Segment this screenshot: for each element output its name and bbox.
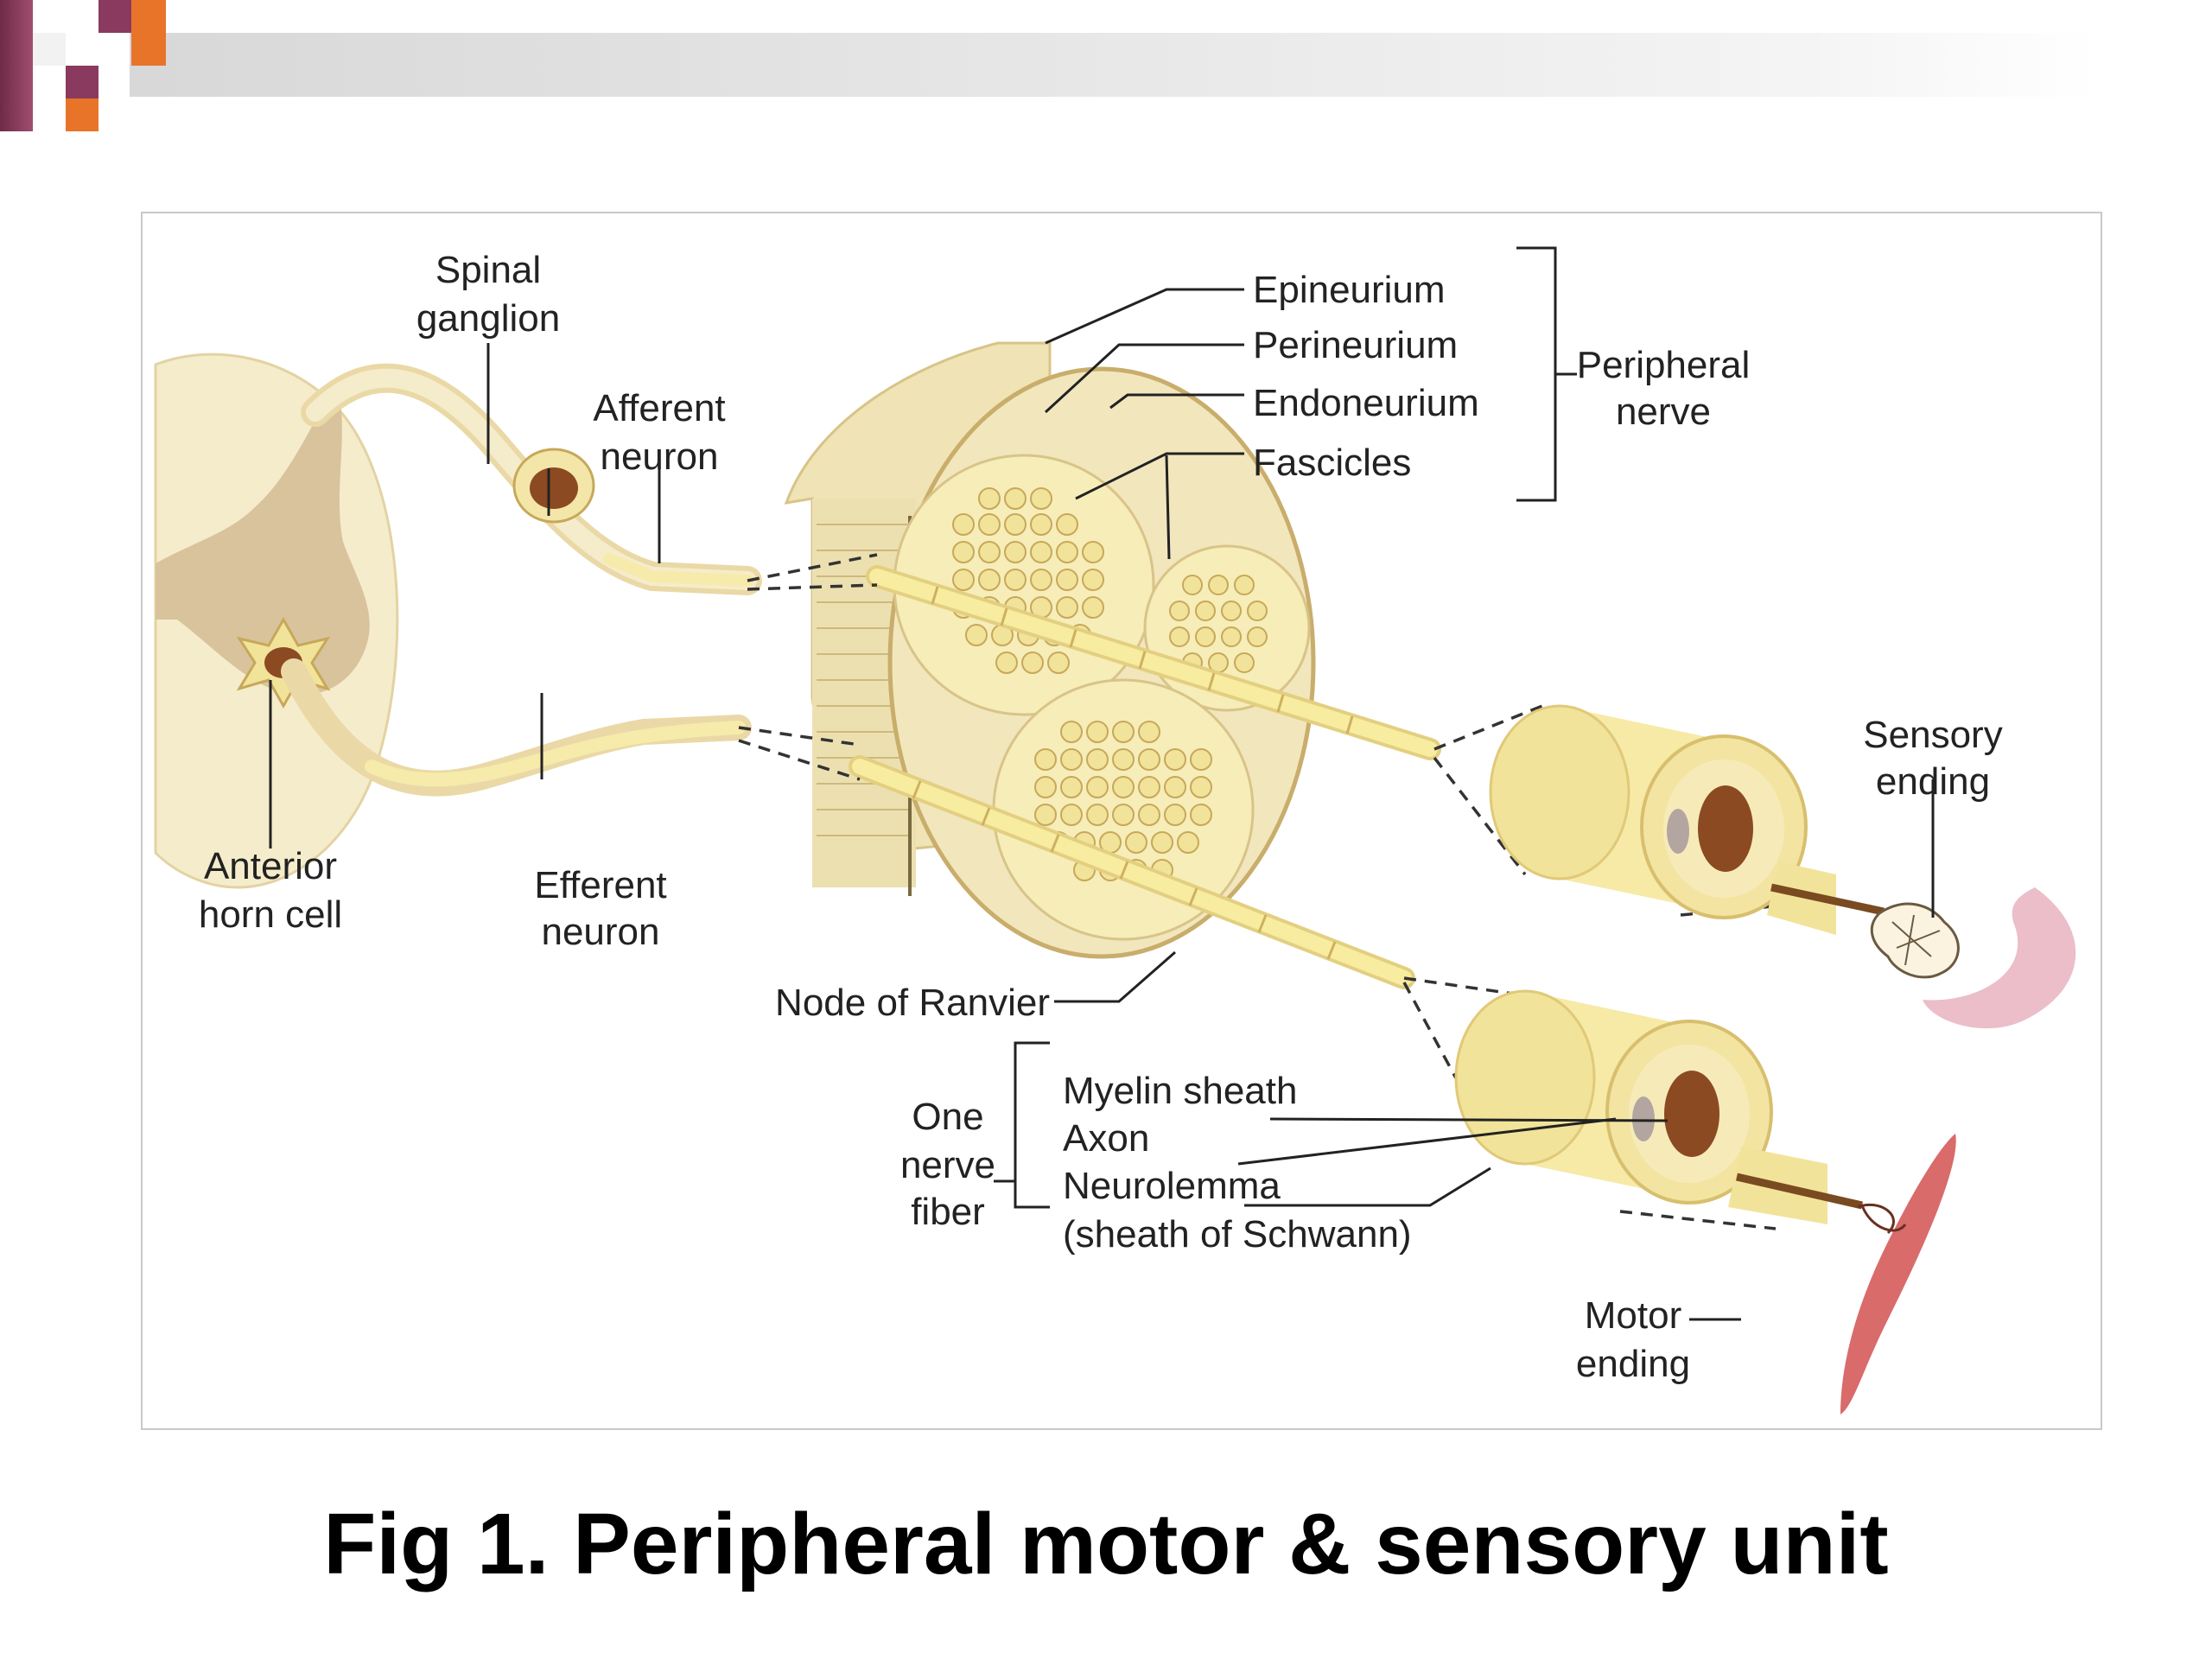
nerve-diagram: Spinal ganglion Afferent neuron Anterior… [154,246,2076,1414]
corner-block-purple-2 [99,0,131,33]
label-afferent-neuron-2: neuron [600,435,718,478]
corner-block-orange-3 [66,99,99,131]
label-neurolemma: Neurolemma [1063,1165,1281,1207]
peripheral-nerve-block [784,341,1441,989]
label-anterior-horn-cell-2: horn cell [199,893,342,936]
label-one-nerve-fiber-2: nerve [900,1144,995,1186]
label-fascicles: Fascicles [1253,442,1411,484]
sensory-fiber-magnified [1489,704,2076,1029]
label-peripheral-nerve-1: Peripheral [1577,344,1751,386]
label-sheath-of-schwann: (sheath of Schwann) [1063,1213,1412,1255]
label-spinal-ganglion-2: ganglion [416,297,560,340]
label-spinal-ganglion-1: Spinal [435,249,541,291]
label-endoneurium: Endoneurium [1253,382,1479,424]
label-axon: Axon [1063,1117,1149,1160]
label-efferent-neuron-2: neuron [541,911,659,953]
label-node-of-ranvier: Node of Ranvier [775,982,1050,1024]
afferent-pathway [301,363,762,595]
label-anterior-horn-cell-1: Anterior [204,845,337,887]
corner-block-white [33,33,66,66]
label-one-nerve-fiber-1: One [912,1096,983,1138]
anterior-horn-cell-shape [236,616,331,849]
efferent-pathway [281,658,752,797]
label-myelin-sheath: Myelin sheath [1063,1070,1297,1112]
corner-block-orange-1 [131,0,166,33]
diagram-labels: Spinal ganglion Afferent neuron Anterior… [199,249,2003,1385]
figure-frame: Spinal ganglion Afferent neuron Anterior… [141,212,2102,1430]
label-motor-ending-2: ending [1576,1343,1690,1385]
corner-block-orange-2 [131,33,166,66]
label-one-nerve-fiber-3: fiber [911,1191,985,1233]
label-sensory-ending-1: Sensory [1863,714,2002,756]
motor-fiber-magnified [1454,989,1956,1414]
label-efferent-neuron-1: Efferent [534,864,666,906]
corner-block-purple-3 [66,66,99,99]
title-bar-decoration [130,33,2100,97]
label-sensory-ending-2: ending [1876,760,1990,803]
corner-block-purple-1 [0,0,33,131]
label-epineurium: Epineurium [1253,269,1446,311]
label-motor-ending-1: Motor [1585,1294,1681,1337]
label-perineurium: Perineurium [1253,324,1458,366]
figure-caption: Fig 1. Peripheral motor & sensory unit [323,1496,1889,1592]
label-peripheral-nerve-2: nerve [1616,391,1711,433]
leader-lines [486,246,1741,1321]
label-afferent-neuron-1: Afferent [593,387,725,429]
spinal-cord [154,353,399,889]
